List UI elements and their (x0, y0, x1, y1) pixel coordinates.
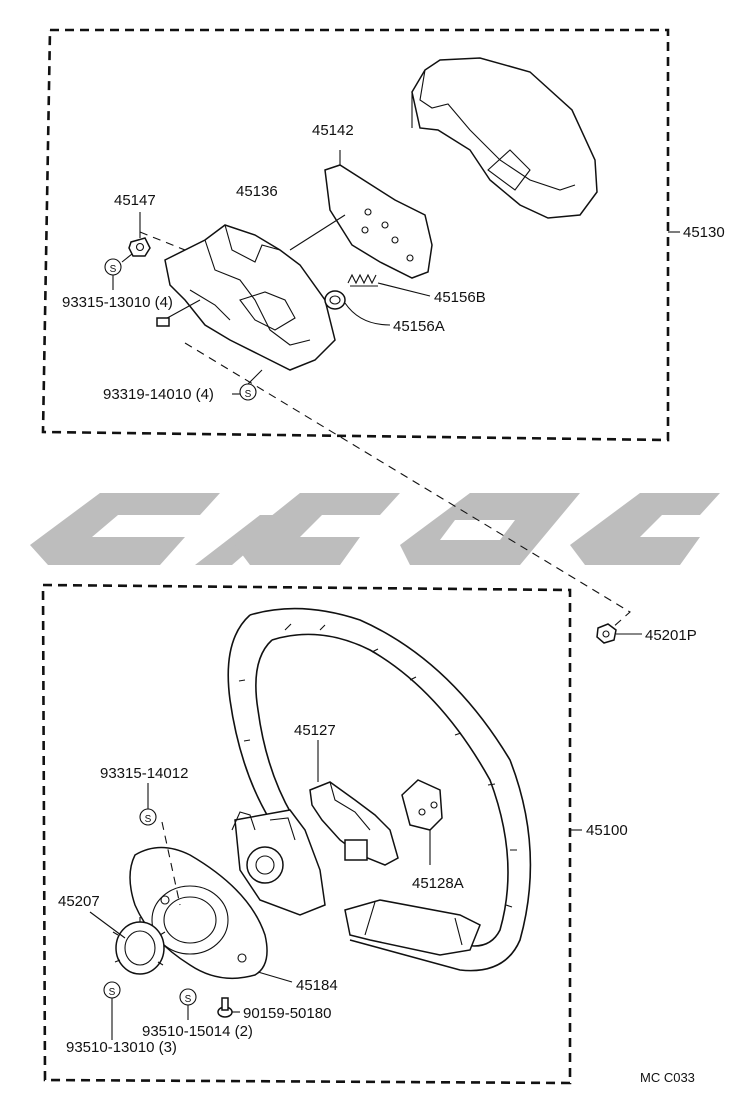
label-45130: 45130 (683, 224, 725, 241)
label-45201P: 45201P (645, 627, 697, 644)
bolt-90159-50180 (217, 997, 240, 1018)
svg-text:S: S (110, 264, 117, 275)
svg-text:S: S (245, 389, 252, 400)
label-45142: 45142 (312, 122, 354, 139)
upper-group-border (41, 28, 670, 442)
label-93315-14012: 93315-14012 (100, 765, 188, 782)
screw-mark-93315-13010: S (104, 253, 133, 290)
label-90159-50180: 90159-50180 (243, 1005, 331, 1022)
ring-45207 (89, 911, 166, 975)
label-93319-14010: 93319-14010 (4) (103, 386, 214, 403)
screw-mark-93319-14010: S (232, 369, 263, 401)
watermark-logo (30, 493, 720, 565)
screw-mark-93510-15014: S (179, 988, 197, 1020)
guide-line-to-nut (184, 342, 631, 629)
label-45147: 45147 (114, 192, 156, 209)
bracket-45127 (309, 740, 399, 866)
label-45136: 45136 (236, 183, 278, 200)
cover-45142 (411, 57, 598, 219)
label-45156A: 45156A (393, 318, 445, 335)
label-45100: 45100 (586, 822, 628, 839)
plate-45142 (324, 150, 433, 279)
steering-wheel-45100 (227, 607, 532, 972)
bracket-45136 (156, 214, 346, 371)
bracket-45128A (401, 779, 443, 865)
svg-text:S: S (145, 814, 152, 825)
bushing-45156A (324, 290, 391, 326)
guide-line-nut-top (139, 231, 191, 253)
label-45156B: 45156B (434, 289, 486, 306)
lower-group-border (41, 583, 572, 1085)
pad-45184 (129, 846, 293, 983)
screw-mark-93510-13010: S (103, 981, 121, 1040)
label-45128A: 45128A (412, 875, 464, 892)
label-93510-13010: 93510-13010 (3) (66, 1039, 177, 1056)
label-93315-13010: 93315-13010 (4) (62, 294, 173, 311)
figure-code: MC C033 (640, 1070, 695, 1085)
label-93510-15014: 93510-15014 (2) (142, 1023, 253, 1040)
svg-text:S: S (109, 987, 116, 998)
nut-45147 (128, 212, 151, 257)
label-45184: 45184 (296, 977, 338, 994)
svg-text:S: S (185, 994, 192, 1005)
nut-45201P (596, 623, 642, 644)
label-45207: 45207 (58, 893, 100, 910)
spring-45156B (347, 273, 431, 297)
label-45127: 45127 (294, 722, 336, 739)
screw-mark-93315-14012: S (139, 783, 181, 906)
